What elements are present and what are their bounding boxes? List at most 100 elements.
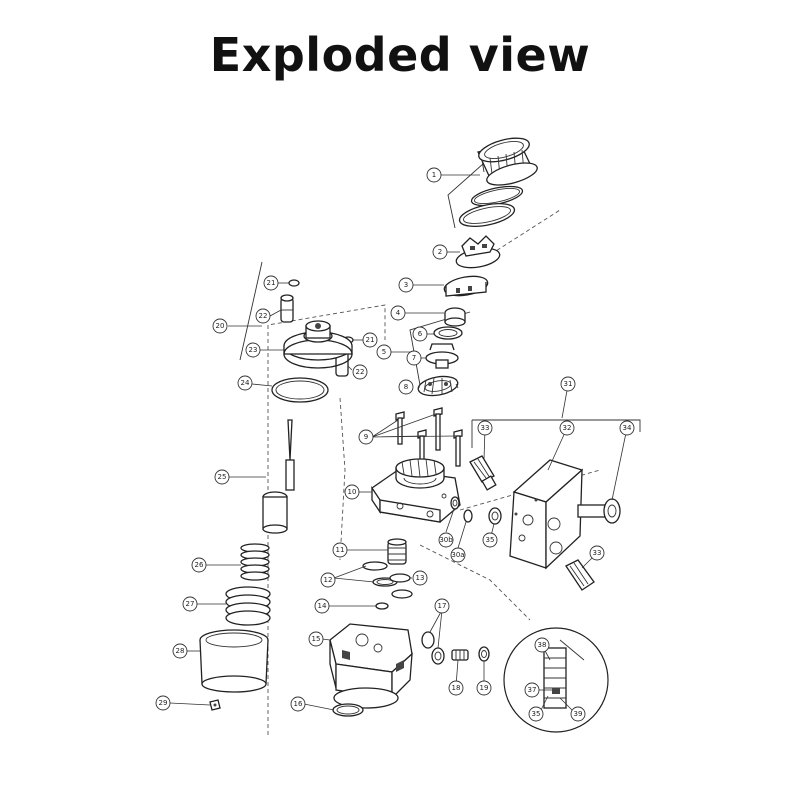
svg-text:26: 26 xyxy=(195,561,204,569)
callout-9: 9 xyxy=(358,429,374,445)
callout-16: 16 xyxy=(290,696,306,712)
part-11-nozzle xyxy=(387,538,407,565)
part-1-cap-ring xyxy=(477,137,538,186)
svg-text:25: 25 xyxy=(218,473,227,481)
callout-35: 35 xyxy=(482,532,498,548)
svg-text:17: 17 xyxy=(438,602,447,610)
callout-22-right: 22 xyxy=(352,364,368,380)
callout-4: 4 xyxy=(390,305,406,321)
svg-text:3: 3 xyxy=(404,281,408,289)
callout-25: 25 xyxy=(214,469,230,485)
callout-22-left: 22 xyxy=(255,308,271,324)
callout-20: 20 xyxy=(212,318,228,334)
part-6-ring xyxy=(433,326,463,340)
svg-text:22: 22 xyxy=(259,312,268,320)
svg-text:33: 33 xyxy=(593,549,602,557)
svg-text:23: 23 xyxy=(249,346,258,354)
callout-30b: 30b xyxy=(438,532,454,548)
part-25-stem xyxy=(262,419,295,534)
detail-circle xyxy=(503,627,609,733)
svg-text:31: 31 xyxy=(564,380,573,388)
callout-35-detail: 35 xyxy=(528,706,544,722)
part-28-cup xyxy=(199,629,269,693)
part-16-o-ring xyxy=(332,703,364,717)
callout-31: 31 xyxy=(560,376,576,392)
svg-text:18: 18 xyxy=(452,684,461,692)
callout-18: 18 xyxy=(448,680,464,696)
callout-1: 1 xyxy=(426,167,442,183)
callout-23: 23 xyxy=(245,342,261,358)
callout-13: 13 xyxy=(412,570,428,586)
callout-17: 17 xyxy=(434,598,450,614)
svg-text:14: 14 xyxy=(318,602,327,610)
callout-15: 15 xyxy=(308,631,324,647)
svg-text:30b: 30b xyxy=(439,536,453,544)
part-34-screw xyxy=(577,498,621,524)
svg-text:21: 21 xyxy=(267,279,276,287)
callout-10: 10 xyxy=(344,484,360,500)
callout-34: 34 xyxy=(619,420,635,436)
svg-text:13: 13 xyxy=(416,574,425,582)
callout-21-left: 21 xyxy=(263,275,279,291)
svg-text:7: 7 xyxy=(412,354,416,362)
callout-3: 3 xyxy=(398,277,414,293)
svg-text:29: 29 xyxy=(159,699,168,707)
svg-text:30a: 30a xyxy=(451,551,464,559)
callout-38: 38 xyxy=(534,637,550,653)
part-35-seal xyxy=(488,507,502,525)
part-17-seals xyxy=(421,631,445,665)
part-8-gear-ring xyxy=(417,375,459,397)
svg-text:24: 24 xyxy=(241,379,250,387)
callout-19: 19 xyxy=(476,680,492,696)
bracket-20 xyxy=(239,261,263,361)
part-22-valve-left xyxy=(280,294,294,323)
svg-text:19: 19 xyxy=(480,684,489,692)
bracket-31 xyxy=(471,419,641,448)
svg-text:27: 27 xyxy=(186,600,195,608)
svg-text:33: 33 xyxy=(481,424,490,432)
callout-7: 7 xyxy=(406,350,422,366)
svg-text:35: 35 xyxy=(486,536,495,544)
svg-text:39: 39 xyxy=(574,710,583,718)
page-title: Exploded view xyxy=(209,28,591,82)
callout-12: 12 xyxy=(320,572,336,588)
part-12-seals xyxy=(362,561,398,587)
part-7-rotor xyxy=(425,343,459,369)
svg-text:20: 20 xyxy=(216,322,225,330)
svg-text:10: 10 xyxy=(348,488,357,496)
svg-text:5: 5 xyxy=(382,348,386,356)
callout-28: 28 xyxy=(172,643,188,659)
callout-33-upper: 33 xyxy=(477,420,493,436)
svg-text:38: 38 xyxy=(538,641,547,649)
callout-6: 6 xyxy=(412,326,428,342)
callout-27: 27 xyxy=(182,596,198,612)
svg-text:6: 6 xyxy=(418,330,423,338)
dashed-boundary-center xyxy=(339,397,346,561)
svg-text:35: 35 xyxy=(532,710,541,718)
callout-29: 29 xyxy=(155,695,171,711)
svg-text:2: 2 xyxy=(438,248,442,256)
part-21-o-ring-left xyxy=(288,279,300,287)
part-10-housing xyxy=(371,458,461,523)
part-13-seal xyxy=(389,573,411,583)
callout-21-right: 21 xyxy=(362,332,378,348)
callout-30a: 30a xyxy=(450,547,466,563)
part-29-screw xyxy=(209,699,221,711)
callout-11: 11 xyxy=(332,542,348,558)
part-33-fitting-lower xyxy=(565,559,595,591)
callout-32: 32 xyxy=(559,420,575,436)
dashed-leader-detail xyxy=(419,544,531,621)
svg-text:15: 15 xyxy=(312,635,321,643)
part-4-bushing xyxy=(444,307,466,327)
part-27-spring xyxy=(225,586,271,626)
svg-text:8: 8 xyxy=(404,383,408,391)
part-30a-seal xyxy=(450,496,460,510)
callout-33-lower: 33 xyxy=(589,545,605,561)
svg-text:22: 22 xyxy=(356,368,365,376)
callout-8: 8 xyxy=(398,379,414,395)
svg-text:1: 1 xyxy=(432,171,436,179)
callout-5: 5 xyxy=(376,344,392,360)
svg-text:28: 28 xyxy=(176,647,185,655)
callout-37: 37 xyxy=(524,682,540,698)
